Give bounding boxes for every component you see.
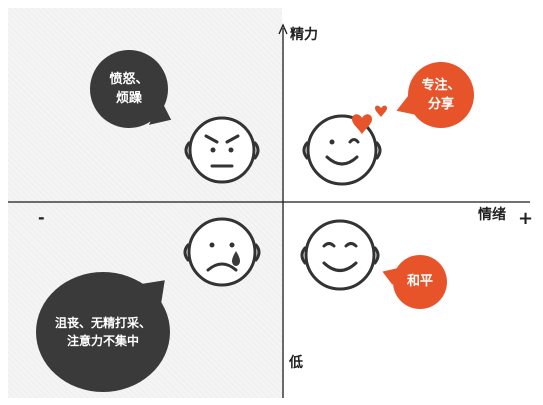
- y-axis-top-label: 精力: [290, 27, 318, 43]
- x-axis-positive-sign: +: [518, 208, 534, 229]
- heart-icon: [352, 114, 372, 134]
- x-axis-negative-sign: -: [38, 208, 45, 227]
- crying-face-icon: [183, 217, 261, 287]
- calm-smiling-face-icon: [300, 219, 380, 291]
- bubble-line: 烦躁: [115, 91, 142, 106]
- calm-speech-bubble: 和平: [393, 255, 447, 309]
- bubble-line: 和平: [406, 274, 433, 290]
- bubble-line: 沮丧、无精打采、: [54, 316, 151, 330]
- tear-icon: [232, 251, 240, 266]
- sad-speech-bubble: 沮丧、无精打采、 注意力不集中: [36, 272, 170, 392]
- bubble-line: 注意力不集中: [66, 334, 139, 348]
- bubble-line: 愤怒、: [109, 71, 149, 87]
- vertical-axis-arrow: [278, 23, 288, 35]
- focus-speech-bubble: 专注、 分享: [408, 62, 474, 128]
- smiling-face-with-hearts-icon: [302, 114, 382, 186]
- angry-speech-bubble: 愤怒、 烦躁: [90, 50, 168, 128]
- angry-face-icon: [184, 116, 260, 184]
- bubble-line: 专注、: [421, 77, 461, 93]
- y-axis-bottom-label: 低: [289, 355, 303, 371]
- x-axis-label: 情绪: [478, 207, 506, 223]
- small-heart-icon: [375, 105, 387, 117]
- bubble-line: 分享: [427, 97, 454, 112]
